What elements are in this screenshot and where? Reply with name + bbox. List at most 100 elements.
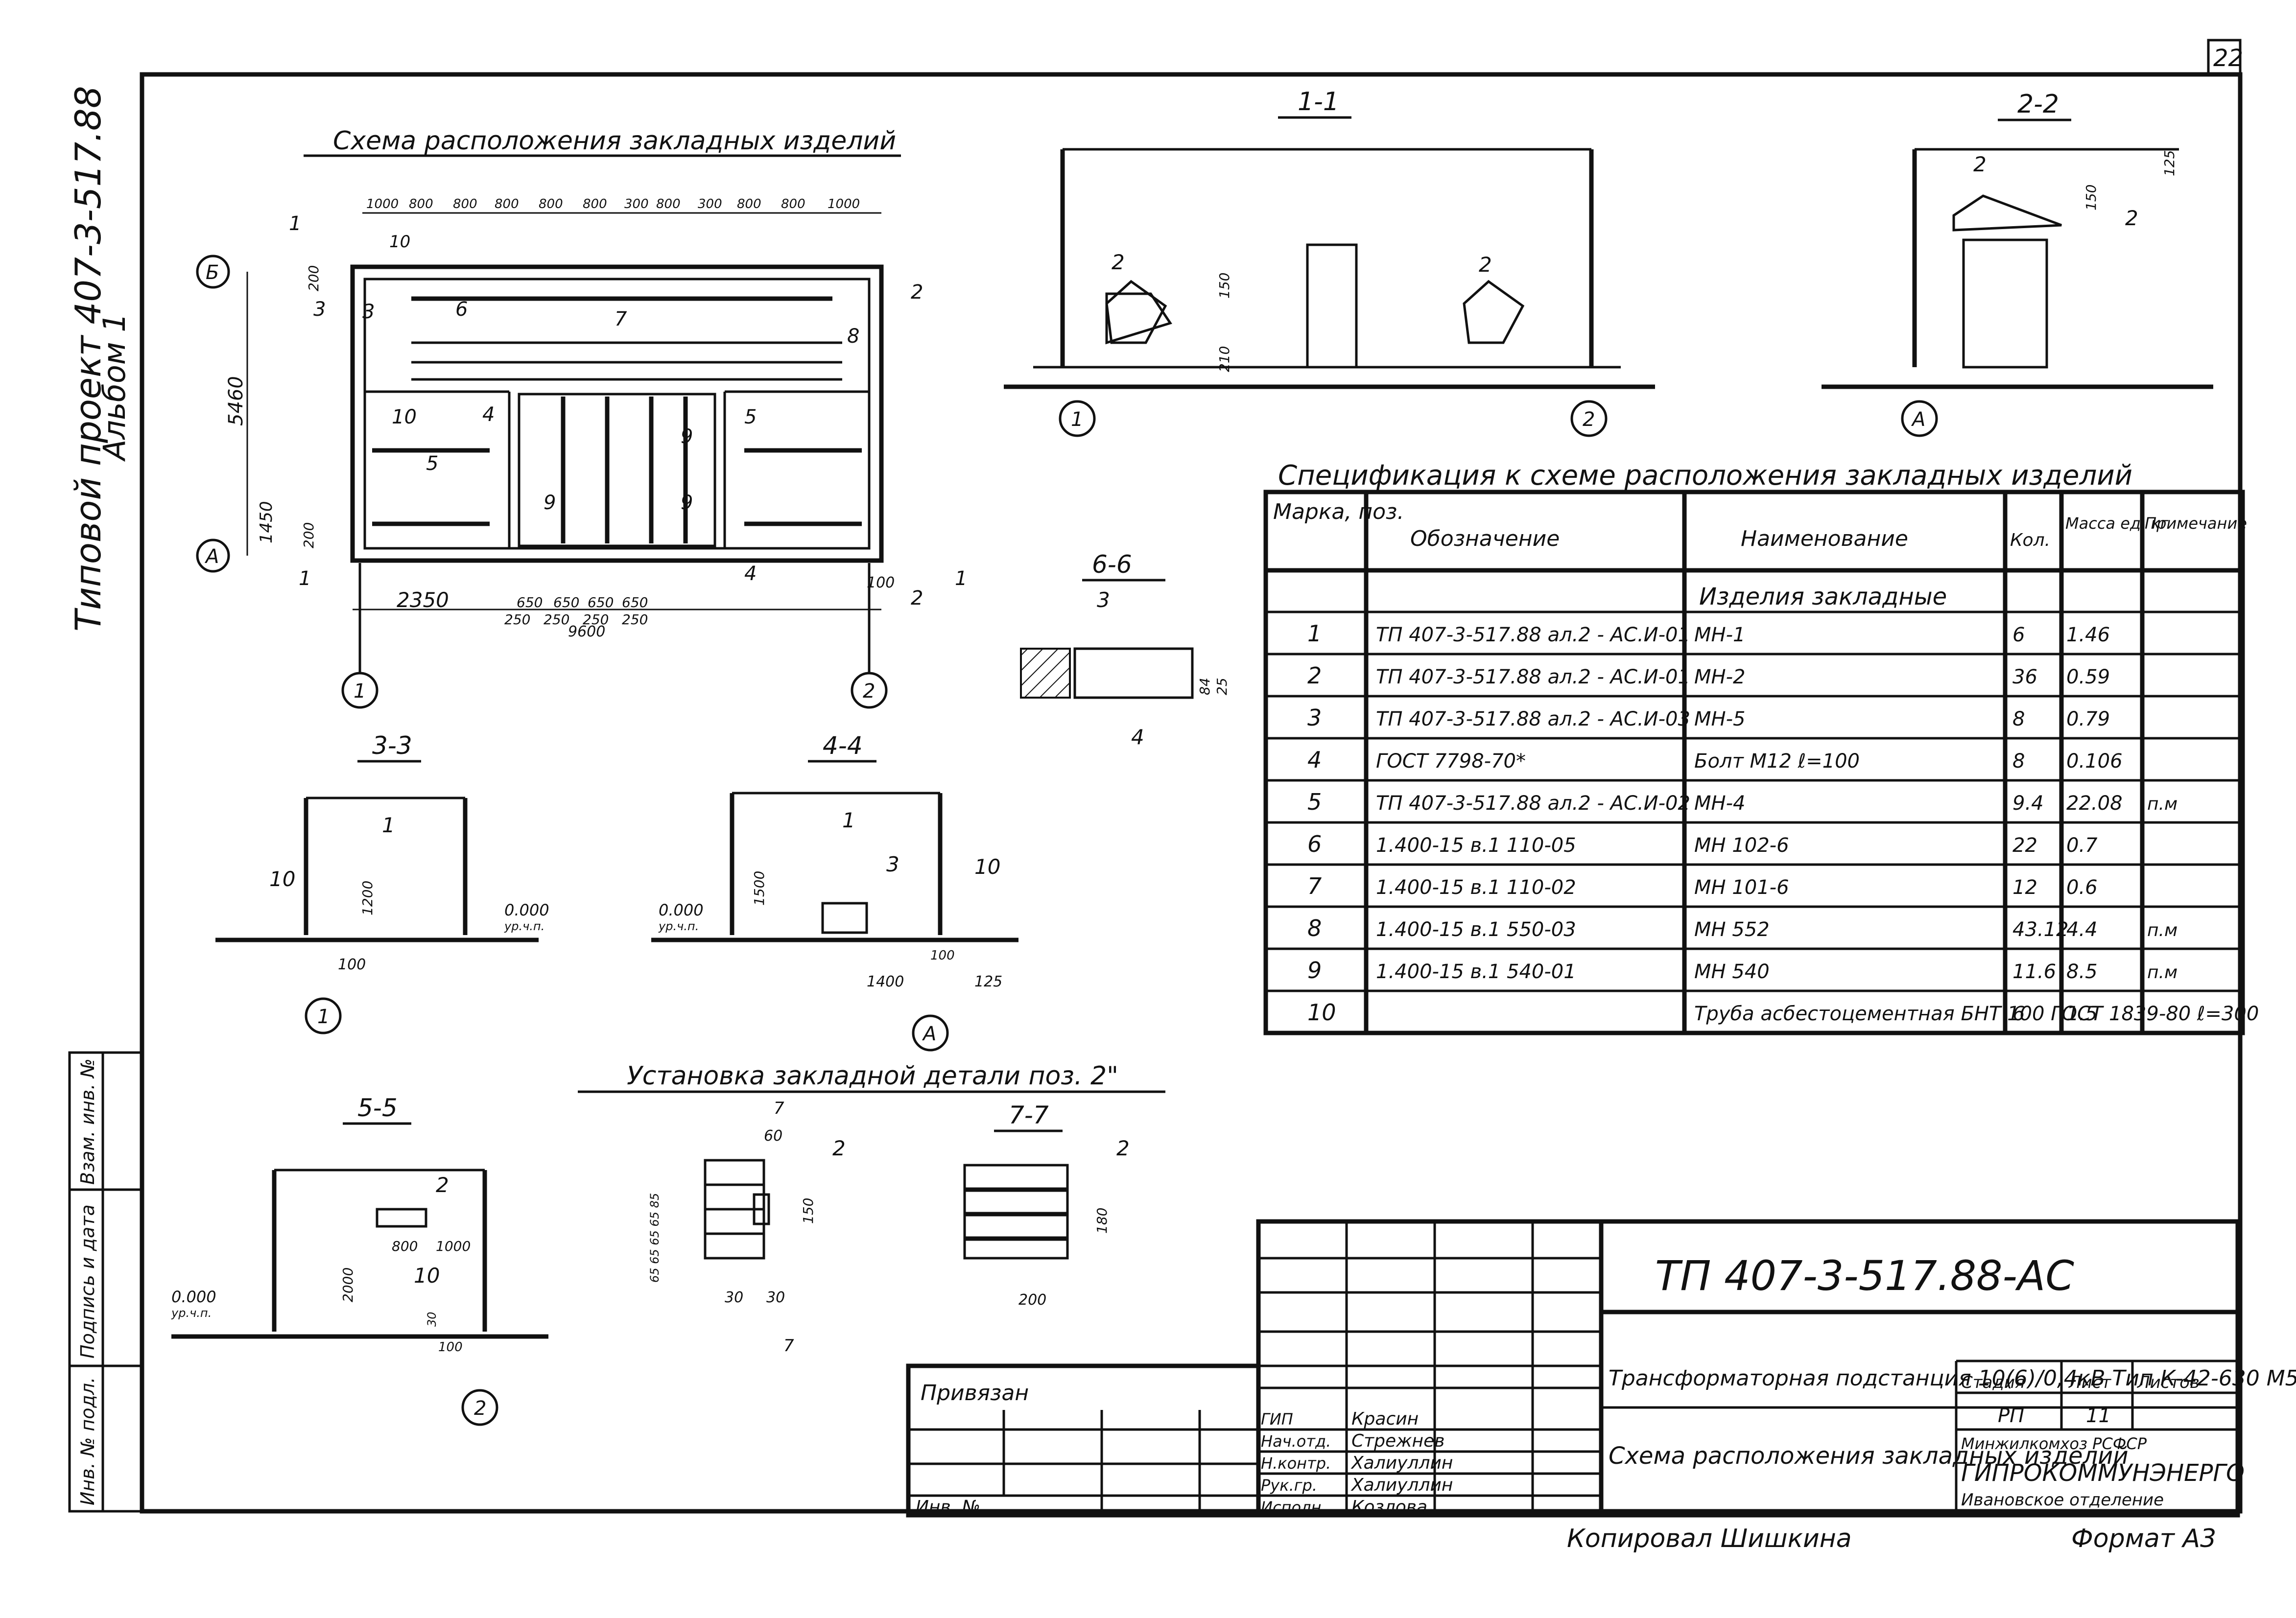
spec-cell-mass: 22.08 [2066,792,2123,815]
plan-labels-p3: 3 [313,298,326,321]
plan-labels-s1b: 1 [299,567,311,590]
spec-cell-code: ГОСТ 7798-70* [1376,750,1526,773]
sec44-m10: 10 [974,855,1000,879]
title-block: ТП 407-3-517.88-АС Трансформаторная подс… [1256,1219,2296,1518]
spec-cell-name: Труба асбестоцементная БНТ 100 ГОСТ 1839… [1694,1003,2259,1025]
sec33-m1: 1 [382,813,395,837]
stamp-org1: Минжилкомхоз РСФСР [1961,1434,2147,1453]
footer-format: Формат А3 [2071,1524,2216,1553]
sec44-m1: 1 [842,808,855,832]
install-title: Установка закладной детали поз. 2" [627,1061,1118,1091]
plan-top_dims-9: 800 [737,197,761,211]
spec-headers-4: Масса ед, кг [2065,514,2169,533]
spec-cell-mass: 0.79 [2066,708,2110,730]
plan-bot_small-6: 650 [588,594,614,610]
spec-cell-pos: 7 [1307,873,1322,899]
sec55-lvl_sub: ур.ч.п. [171,1306,212,1320]
spec-cell-note: п.м [2147,794,2178,814]
spec-cell-name: МН 102-6 [1694,834,1789,857]
sec11-mark: 2 [1112,250,1125,274]
stamp-sheet: 11 [2086,1405,2111,1427]
sec55-d800: 800 [392,1238,418,1254]
plan-bot_small-5: 650 [553,594,579,610]
stamp-name: Стрежнев [1351,1431,1444,1451]
sec33-d1200: 1200 [359,881,376,915]
spec-cell-code: 1.400-15 в.1 110-05 [1376,834,1576,857]
sec55-d30: 30 [425,1312,439,1327]
spec-cell-qty: 12 [2012,876,2037,899]
sec22-d125: 125 [2161,150,2178,176]
plan-top_dims-4: 800 [539,197,563,211]
plan-bot_small-4: 650 [517,594,543,610]
sec22-title: 2-2 [2017,90,2059,119]
plan-labels-p9a: 9 [681,425,693,448]
axis-1-label: 1 [354,680,366,703]
plan-dim_200a: 200 [306,265,322,291]
plan-top_dims-10: 800 [781,197,805,211]
plan-view: Схема расположения закладных изделий 100… [196,126,967,709]
sec55-m10: 10 [414,1264,440,1288]
axis-a-label: А [204,545,219,568]
install-d150: 150 [800,1198,816,1224]
spec-cell-qty: 6 [2012,1003,2025,1025]
plan-dim_100: 100 [867,574,895,591]
spec-headers-3: Кол. [2010,530,2050,550]
plan-labels-p5: 5 [426,452,438,475]
stamp-inv: Инв. № [916,1497,980,1517]
spec-cell-name: МН 540 [1694,961,1770,983]
spec-cell-pos: 3 [1307,704,1322,731]
stamp-privyazan: Привязан [921,1381,1029,1406]
spec-cell-mass: 1.46 [2066,624,2110,646]
sec44-m3: 3 [886,852,899,876]
spec-cell-qty: 36 [2012,666,2037,688]
spec-cell-mass: 0.6 [2066,876,2098,899]
stamp-role: Н.контр. [1261,1454,1331,1473]
spec-cell-code: 1.400-15 в.1 540-01 [1376,961,1576,983]
sec44-d125: 125 [974,973,1002,990]
stamp-role: Нач.отд. [1261,1432,1331,1451]
plan-bot_small-0: 250 [504,611,530,628]
stamp-name: Красин [1351,1409,1419,1429]
spec-cell-name: Болт М12 ℓ=100 [1694,750,1860,773]
sec77-title: 7-7 [1009,1101,1049,1129]
spec-cell-name: МН 552 [1694,918,1770,941]
spec-headers-0: Марка, поз. [1273,499,1404,524]
stamp-role: Исполн. [1261,1498,1326,1517]
install-d30a: 30 [725,1289,743,1306]
sec11-axis_1: 1 [1071,408,1083,431]
sec11-axis_2: 2 [1583,408,1595,431]
sec66-d84: 84 [1197,678,1213,695]
stamp-role: ГИП [1261,1410,1293,1429]
spec-cell-note: п.м [2147,962,2178,983]
section-1-1: 1-1 2 2 150 210 1 2 [1004,87,1655,437]
sec44-d1500: 1500 [751,871,767,906]
sec77-m2: 2 [1116,1136,1130,1160]
spec-cell-name: МН-2 [1694,666,1745,688]
spec-cell-name: МН 101-6 [1694,876,1789,899]
sec33-lvl: 0.000 [504,901,549,919]
plan-bot_small-1: 250 [544,611,569,628]
sec44-lvl_sub: ур.ч.п. [658,919,699,933]
spec-cell-pos: 10 [1307,999,1336,1026]
sec22-mark2: 2 [2125,206,2138,230]
plan-dim_2350: 2350 [397,588,449,612]
sec11-mark2: 2 [1479,253,1492,277]
sec66-title: 6-6 [1092,550,1132,579]
spec-table: Спецификация к схеме расположения заклад… [1263,460,2259,1035]
spec-cell-qty: 11.6 [2012,961,2056,983]
spec-cell-qty: 9.4 [2012,792,2044,815]
spec-cell-code: ТП 407-3-517.88 ал.2 - АС.И-02 [1376,792,1690,815]
plan-labels-p7: 7 [615,308,627,330]
axis-2-label: 2 [863,680,875,703]
plan-dim_5460: 5460 [225,376,247,426]
spec-cell-qty: 22 [2012,834,2037,857]
stamp-name: Козлова [1351,1497,1427,1517]
sec22-d150: 150 [2083,185,2099,211]
spec-cell-pos: 6 [1307,831,1322,857]
spec-cell-name: МН-5 [1694,708,1745,730]
sec55-lvl: 0.000 [171,1288,216,1306]
spec-cell-mass: 1.5 [2066,1003,2098,1025]
stamp-sheet_title: Схема расположения закладных изделий [1609,1442,2129,1470]
spec-cell-pos: 5 [1307,789,1322,815]
side-project: Типовой проект 407-3-517.88 [68,86,109,632]
